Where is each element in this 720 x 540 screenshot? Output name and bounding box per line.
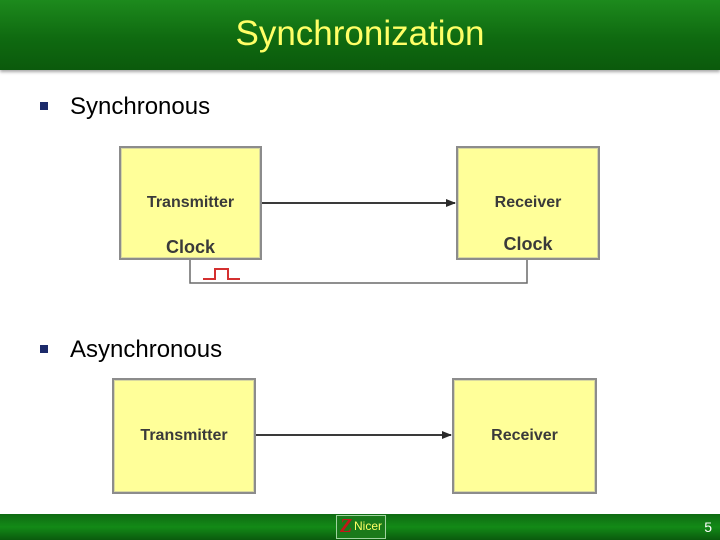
logo-wordmark: Nicer — [354, 519, 383, 533]
title-bar: Synchronization — [0, 0, 720, 70]
async-transmitter-box: Transmitter — [112, 378, 256, 494]
sync-transmitter-box: Transmitter Clock — [119, 146, 262, 260]
nicer-logo: Z Nicer — [336, 515, 386, 539]
sync-receiver-box: Receiver Clock — [456, 146, 600, 260]
bullet-synchronous: Synchronous — [70, 93, 211, 120]
sync-transmitter-label: Transmitter — [146, 194, 235, 211]
sync-transmitter-clock-label: Clock — [165, 237, 216, 257]
bullet-square-icon — [40, 345, 48, 353]
sync-receiver-clock-label: Clock — [503, 234, 553, 254]
slide-title: Synchronization — [235, 14, 485, 53]
logo-z-mark: Z — [340, 515, 353, 537]
bullet-square-icon — [40, 102, 48, 110]
sync-clock-wire — [189, 259, 528, 284]
async-receiver-label: Receiver — [491, 427, 558, 444]
sync-receiver-label: Receiver — [494, 194, 562, 211]
page-number: 5 — [704, 519, 712, 535]
bullet-asynchronous: Asynchronous — [70, 336, 223, 363]
async-receiver-box: Receiver — [452, 378, 597, 494]
clock-pulse-icon — [203, 268, 240, 280]
async-transmitter-label: Transmitter — [140, 427, 228, 444]
